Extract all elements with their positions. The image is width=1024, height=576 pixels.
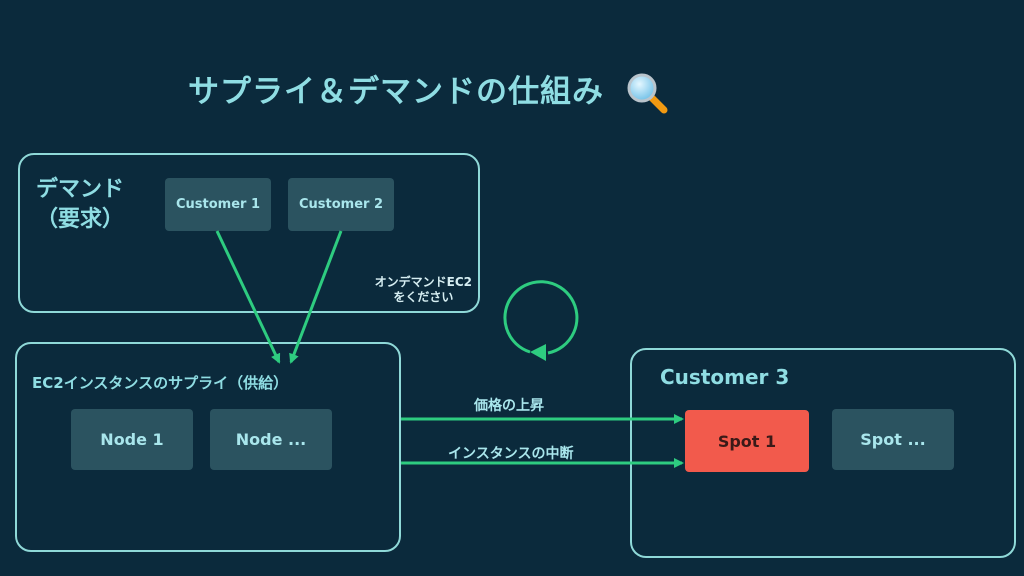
customer-3-group: Customer 3 [630, 348, 1016, 558]
node-more[interactable]: Node ... [210, 409, 332, 470]
price-rise-label: 価格の上昇 [474, 398, 544, 414]
cycle-loop-icon [503, 280, 579, 355]
spot-more-node[interactable]: Spot ... [832, 409, 954, 470]
on-demand-request-note: オンデマンドEC2 をください [375, 275, 472, 305]
page-title: サプライ＆デマンドの仕組み [188, 74, 604, 110]
supply-label: EC2インスタンスのサプライ（供給） [32, 374, 289, 392]
customer-1-node[interactable]: Customer 1 [165, 178, 271, 231]
supply-group: EC2インスタンスのサプライ（供給） [15, 342, 401, 552]
note-line1: オンデマンドEC2 [374, 275, 472, 289]
magnifier-icon [627, 73, 668, 114]
interruption-label: インスタンスの中断 [448, 446, 574, 462]
spot-1-node[interactable]: Spot 1 [685, 410, 809, 472]
demand-label-line2: （要求） [36, 207, 125, 232]
customer-3-label: Customer 3 [660, 365, 790, 389]
demand-label: デマンド （要求） [36, 175, 124, 235]
note-line2: をください [393, 290, 454, 304]
cycle-arrowhead [530, 344, 546, 361]
node-1[interactable]: Node 1 [71, 409, 193, 470]
demand-label-line1: デマンド [36, 177, 125, 202]
customer-2-node[interactable]: Customer 2 [288, 178, 394, 231]
demand-group: デマンド （要求） オンデマンドEC2 をください [18, 153, 480, 313]
